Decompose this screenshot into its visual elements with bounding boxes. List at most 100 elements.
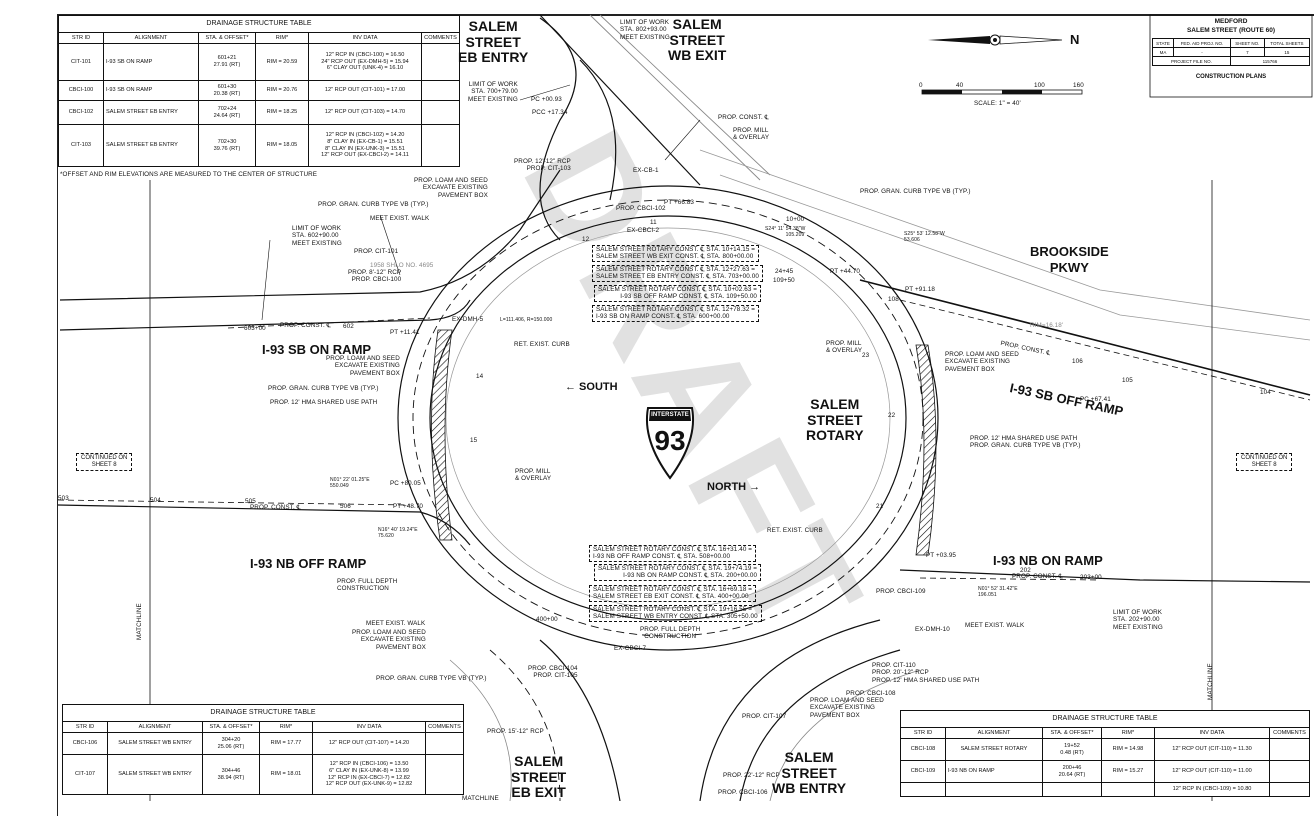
street-label-rotary: SALEM STREET ROTARY <box>806 396 864 443</box>
callout: S24° 11' 54.38"W 105.209' <box>765 226 806 238</box>
alignment: SALEM STREET WB ENTRY <box>107 732 203 755</box>
callout: N16° 40' 19.24"E 75.620 <box>378 527 418 539</box>
callout: PROP. CONST. ℄ <box>250 504 301 511</box>
rim: RIM = 20.76 <box>255 80 309 101</box>
comments <box>1269 738 1310 761</box>
direction-north: NORTH → <box>707 481 761 493</box>
callout: L=111.406, R=150.000 <box>500 317 553 323</box>
callout: PROP. MILL & OVERLAY <box>733 127 770 142</box>
col-header: ALIGNMENT <box>103 32 199 44</box>
callout: 21 <box>876 503 884 510</box>
callout: LIMIT OF WORK STA. 202+90.00 MEET EXISTI… <box>1113 609 1163 631</box>
sta-offset: 200+46 20.64 (RT) <box>1042 760 1102 783</box>
inv-data: 12" RCP OUT (CIT-101) = 17.00 <box>308 80 422 101</box>
callout: PROP. MILL & OVERLAY <box>826 340 863 355</box>
callout: PROP. CONST. ℄ <box>280 322 331 329</box>
table-title: DRAINAGE STRUCTURE TABLE <box>900 710 1310 728</box>
callout: RIM=16.18' <box>1030 322 1064 329</box>
callout: 506 <box>340 503 351 510</box>
str-id: CBCI-108 <box>900 738 946 761</box>
total-sheets: 15 <box>1263 47 1311 57</box>
rotary-centerline <box>412 199 924 637</box>
alignment: SALEM STREET EB ENTRY <box>103 124 199 167</box>
col-header: RIM* <box>259 721 313 733</box>
comments <box>421 43 460 81</box>
wb-exit-road <box>539 14 701 186</box>
eb-entry-road <box>539 17 577 241</box>
alignment: I-93 SB ON RAMP <box>103 80 199 101</box>
callout: PROP. 15'-12" RCP <box>487 728 544 735</box>
callout: 108 <box>888 296 899 303</box>
callout: PT +91.18 <box>905 286 936 293</box>
callout: PROP. GRAN. CURB TYPE VB (TYP.) <box>268 385 379 392</box>
callout: 203+00 <box>1080 574 1102 581</box>
callout: PROP. CBCI-108 <box>846 690 896 697</box>
callout: 24+45 <box>775 268 794 275</box>
callout: PCC +17.34 <box>532 109 568 116</box>
scale-tick: 0 <box>919 82 923 89</box>
callout: PT +44.70 <box>830 268 861 275</box>
station-equation: SALEM STREET ROTARY CONST. ℄ STA. 19+74.… <box>594 564 762 581</box>
callout: PROP. CIT-107 <box>742 713 787 720</box>
callout: PT +11.41 <box>390 329 420 336</box>
sta-offset: 601+30 20.38 (RT) <box>198 80 256 101</box>
callout: PROP. CBCI-106 <box>718 789 768 796</box>
col-header: STA. & OFFSET* <box>1042 727 1102 739</box>
nb-off-ramp <box>57 504 471 546</box>
callout: PROP. CIT-101 <box>354 248 399 255</box>
comments <box>425 754 464 795</box>
matchline-label: MATCHLINE <box>136 603 143 640</box>
inv-data: 12" RCP IN (CBCI-109) = 10.80 <box>1154 782 1270 797</box>
city: MEDFORD <box>1214 18 1248 25</box>
callout: 503 <box>58 495 69 502</box>
inv-data: 12" RCP OUT (CIT-110) = 11.30 <box>1154 738 1270 761</box>
north-arrow-icon <box>928 34 1063 46</box>
inv-data: 12" RCP IN (CBCI-100) = 16.50 24" RCP OU… <box>308 43 422 81</box>
str-id: CBCI-102 <box>58 100 104 125</box>
plan-type: CONSTRUCTION PLANS <box>1195 74 1267 80</box>
callout: PROP. CBCI-102 <box>616 205 666 212</box>
col-header: STR ID <box>900 727 946 739</box>
callout: EX-CBCI-2 <box>627 227 660 234</box>
callout: MEET EXIST. WALK <box>370 215 430 222</box>
comments <box>1269 760 1310 783</box>
callout: 10+00 <box>786 216 805 223</box>
callout: PROP. MILL & OVERLAY <box>515 468 552 483</box>
scale-label: SCALE: 1" = 40' <box>974 100 1021 107</box>
str-id: CIT-103 <box>58 124 104 167</box>
project-file-label: PROJECT FILE NO. <box>1152 56 1231 66</box>
callout: 504 <box>150 497 161 504</box>
callout: PROP. LOAM AND SEED EXCAVATE EXISTING PA… <box>810 697 884 719</box>
continued-on-right: CONTINUED ON SHEET 8 <box>1236 453 1293 471</box>
sta-offset: 19+52 0.48 (RT) <box>1042 738 1102 761</box>
callout: RET. EXIST. CURB <box>767 527 823 534</box>
sta-offset: 702+24 24.64 (RT) <box>198 100 256 125</box>
north-label: N <box>1070 32 1080 47</box>
callout: 14 <box>476 373 484 380</box>
inv-data: 12" RCP OUT (CIT-107) = 14.20 <box>312 732 426 755</box>
station-equation: SALEM STREET ROTARY CONST. ℄ STA. 10+02.… <box>594 285 762 302</box>
drainage-table-3: DRAINAGE STRUCTURE TABLE STR ID ALIGNMEN… <box>900 710 1310 797</box>
street-label-brookside: BROOKSIDE PKWY <box>1030 244 1109 275</box>
callout: 104 <box>1260 389 1271 396</box>
hdr: TOTAL SHEETS <box>1263 38 1311 48</box>
station-equation: SALEM STREET ROTARY CONST. ℄ STA. 10+14.… <box>592 245 760 262</box>
matchline-label: MATCHLINE <box>462 795 499 802</box>
callout: PROP. 22'-12" RCP <box>723 772 780 779</box>
shield-number: 93 <box>654 425 686 456</box>
project-file-no: 115766 <box>1229 56 1311 66</box>
callout: PROP. CBCI-104 PROP. CIT-105 <box>528 665 578 680</box>
rim: RIM = 18.05 <box>255 124 309 167</box>
callout: MEET EXIST. WALK <box>366 620 426 627</box>
callout: PROP. LOAM AND SEED EXCAVATE EXISTING PA… <box>945 351 1019 373</box>
table-title: DRAINAGE STRUCTURE TABLE <box>58 15 460 33</box>
str-id: CBCI-109 <box>900 760 946 783</box>
direction-south: ← SOUTH <box>565 381 618 393</box>
callout: PROP. CONST. ℄ <box>718 114 769 121</box>
callout: 15 <box>470 437 478 444</box>
sta-offset: 702+30 39.76 (RT) <box>198 124 256 167</box>
callout: PC +80.05 <box>390 480 421 487</box>
